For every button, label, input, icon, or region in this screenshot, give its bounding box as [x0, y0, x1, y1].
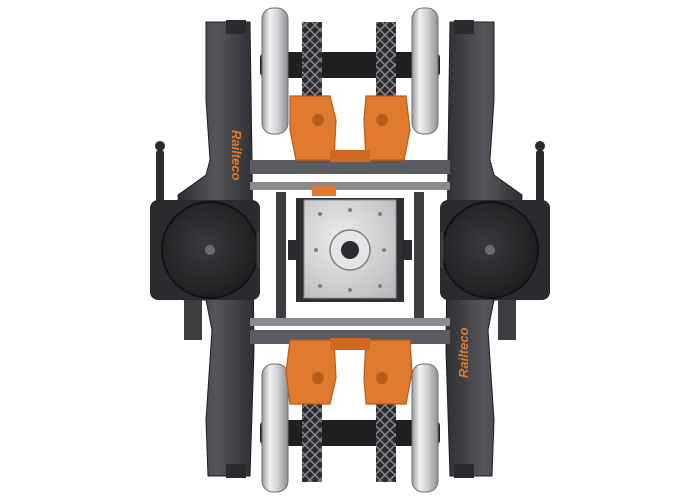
top-crossbeam: [250, 160, 450, 174]
left-link: [276, 192, 286, 318]
orange-bracket-top: [312, 186, 336, 196]
wheel-top-right: [411, 7, 439, 135]
wheel-top-left: [261, 7, 289, 135]
brake-unit-bottom-left: [285, 339, 337, 405]
brake-link-bottom: [330, 338, 370, 350]
wheel-bottom-right: [411, 363, 439, 493]
left-frame-logo: Railteco: [229, 130, 244, 181]
dampers: [155, 141, 545, 340]
brake-unit-bottom-right: [363, 339, 413, 405]
left-damper: [156, 150, 164, 232]
left-bottom-cap: [226, 464, 246, 478]
wheel-bottom-left: [261, 363, 289, 493]
right-bottom-cap: [454, 464, 474, 478]
right-frame-logo: Railteco: [456, 327, 471, 378]
cables: [256, 232, 444, 268]
wheels: [261, 7, 439, 493]
right-damper: [536, 150, 544, 232]
right-link: [414, 192, 424, 318]
bottom-crossbar: [250, 318, 450, 326]
brake-unit-top-right: [363, 95, 411, 161]
right-top-cap: [454, 20, 474, 34]
brake-link-top: [330, 150, 370, 162]
top-crossbar: [250, 182, 450, 190]
brake-unit-top-left: [289, 95, 337, 161]
left-lower-bracket: [184, 300, 202, 340]
left-top-cap: [226, 20, 246, 34]
brake-units: [285, 95, 413, 405]
center-pivot: [296, 198, 404, 302]
right-lower-bracket: [498, 300, 516, 340]
pivot-center: [341, 241, 359, 259]
drums: [150, 200, 550, 300]
